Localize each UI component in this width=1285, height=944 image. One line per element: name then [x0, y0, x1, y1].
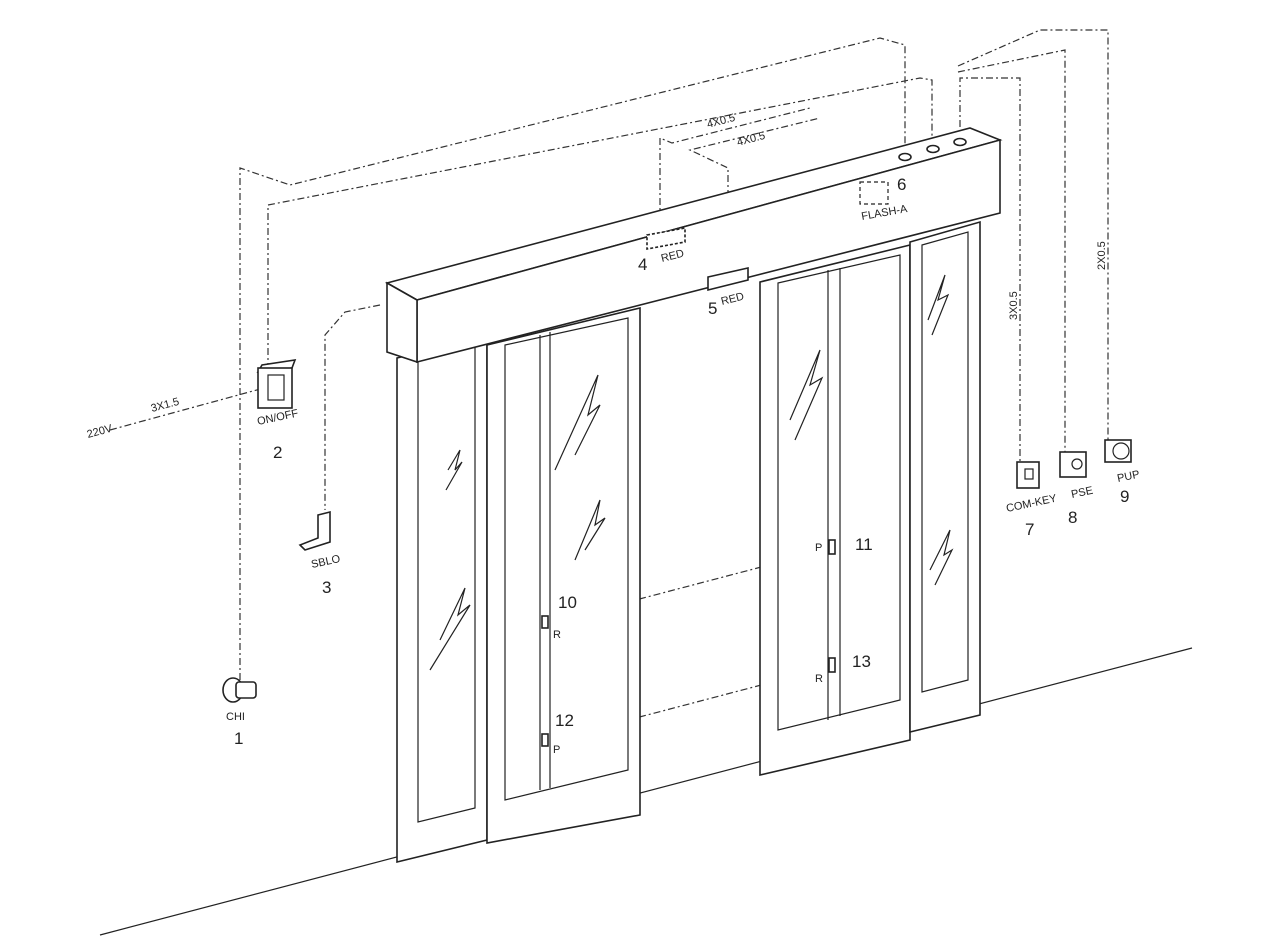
- component-label: COM-KEY: [1005, 492, 1058, 515]
- on-off-switch-2: ON/OFF 2: [256, 359, 300, 462]
- component-number: 9: [1120, 487, 1129, 506]
- cable-label: 4X0.5: [736, 130, 767, 149]
- component-number: 7: [1025, 520, 1034, 539]
- operator-header: [384, 127, 1003, 364]
- component-label: PSE: [1070, 485, 1094, 501]
- cable-entry-hole: [926, 144, 940, 154]
- component-number: 11: [855, 535, 873, 554]
- component-number: 3: [322, 578, 331, 597]
- component-number: 4: [638, 255, 647, 274]
- component-number: 6: [897, 175, 906, 194]
- key-switch-1: CHI 1: [222, 677, 257, 748]
- push-button-8: PSE 8: [1059, 451, 1094, 527]
- cable-label: 2X0.5: [1096, 241, 1108, 270]
- component-number: 1: [234, 729, 243, 748]
- component-label: ON/OFF: [256, 407, 299, 427]
- component-number: 13: [852, 652, 871, 671]
- radar-4: 4 RED: [638, 227, 686, 274]
- left-fixed-panel: [396, 333, 488, 864]
- wiring: [109, 29, 1109, 741]
- component-number: 12: [555, 711, 574, 730]
- component-label: SBLO: [310, 553, 342, 571]
- component-label: R: [815, 673, 823, 685]
- push-button-9: PUP 9: [1104, 439, 1141, 506]
- command-key-7: COM-KEY 7: [1005, 461, 1058, 539]
- radar-5: 5 RED: [707, 267, 749, 318]
- component-number: 2: [273, 443, 282, 462]
- component-label: P: [815, 542, 822, 554]
- component-label: P: [553, 744, 560, 756]
- cable-label: 3X1.5: [150, 396, 181, 415]
- safety-sensor-3: SBLO 3: [298, 510, 342, 597]
- lock-sensor-11: 11 P: [815, 535, 873, 555]
- component-label: RED: [720, 291, 745, 308]
- component-number: 10: [558, 593, 577, 612]
- lock-sensor-13: 13 R: [815, 652, 871, 685]
- power-label: 220V: [86, 422, 115, 440]
- cable-entry-hole: [953, 137, 967, 147]
- floor-line: [99, 647, 1193, 936]
- right-sliding-panel: [759, 243, 911, 777]
- lock-sensor-12: 12 P: [541, 711, 574, 756]
- left-sliding-panel: [486, 306, 641, 844]
- component-label: CHI: [226, 711, 245, 723]
- component-label: PUP: [1116, 468, 1141, 484]
- component-number: 8: [1068, 508, 1077, 527]
- lock-sensor-10: 10 R: [541, 593, 577, 641]
- cable-entry-hole: [898, 152, 912, 162]
- component-label: R: [553, 629, 561, 641]
- right-fixed-panel: [909, 220, 981, 734]
- component-number: 5: [708, 299, 717, 318]
- component-label: RED: [660, 248, 685, 265]
- cable-label: 3X0.5: [1008, 291, 1020, 320]
